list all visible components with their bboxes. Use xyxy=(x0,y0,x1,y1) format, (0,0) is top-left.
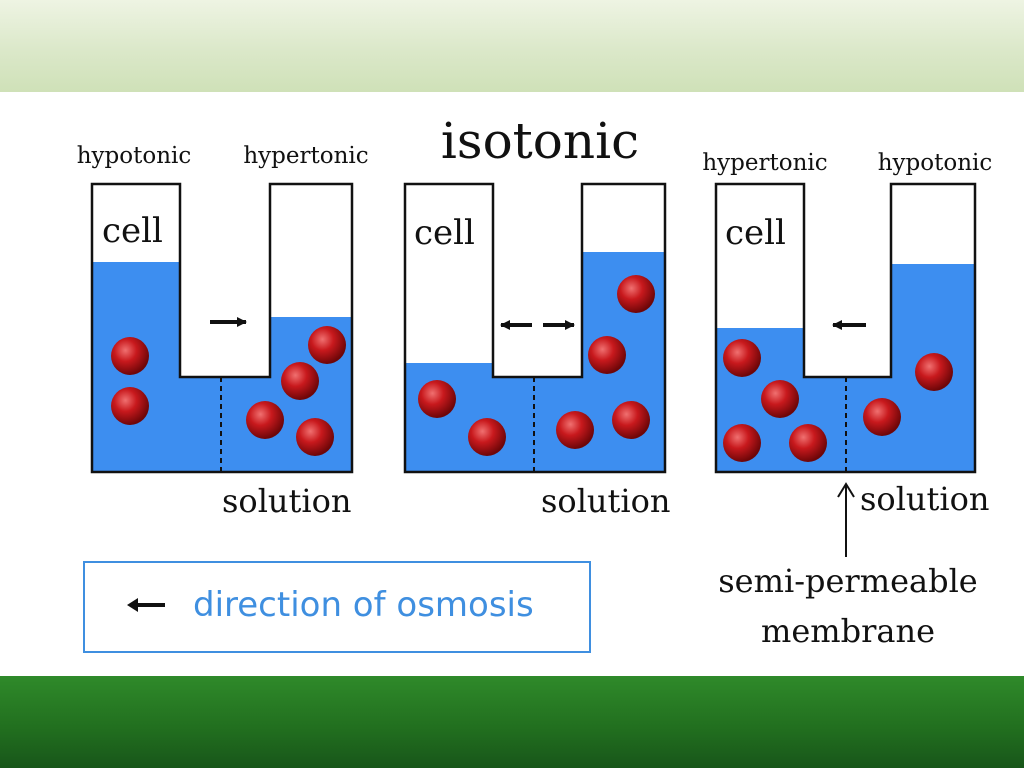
molecule xyxy=(863,398,901,436)
molecule xyxy=(612,401,650,439)
membrane-label-line2: membrane xyxy=(761,612,935,650)
panel-3-container xyxy=(714,182,977,474)
bottom-decorative-band xyxy=(0,676,1024,768)
panel-3-molecules xyxy=(723,339,953,462)
panel-3-left-label: hypertonic xyxy=(702,150,827,176)
molecule xyxy=(556,411,594,449)
panel-1-right-label: hypertonic xyxy=(243,143,368,169)
panel-1-solution-label: solution xyxy=(222,482,352,520)
panel-2: cell solution xyxy=(403,182,671,520)
panel-3-solution-label: solution xyxy=(860,480,990,518)
membrane-pointer-arrowhead xyxy=(837,482,855,498)
panel-2-cell-label: cell xyxy=(414,213,475,253)
panel-1-cell-label: cell xyxy=(102,211,163,251)
molecule xyxy=(761,380,799,418)
panel-3-cell-label: cell xyxy=(725,213,786,253)
molecule xyxy=(468,418,506,456)
molecule xyxy=(915,353,953,391)
diagram-title: isotonic xyxy=(441,112,639,170)
panel-2-solution-label: solution xyxy=(541,482,671,520)
molecule xyxy=(418,380,456,418)
legend-arrow-icon xyxy=(127,598,165,612)
panel-1-molecules xyxy=(111,326,346,456)
molecule xyxy=(111,337,149,375)
legend-text: direction of osmosis xyxy=(193,585,534,625)
molecule xyxy=(308,326,346,364)
panel-1-left-label: hypotonic xyxy=(77,143,192,169)
panel-1: hypotonic hypertonic cell solution xyxy=(77,143,369,520)
molecule xyxy=(723,339,761,377)
molecule xyxy=(789,424,827,462)
molecule xyxy=(281,362,319,400)
molecule xyxy=(111,387,149,425)
panel-1-container xyxy=(90,182,354,474)
molecule xyxy=(246,401,284,439)
membrane-label-line1: semi-permeable xyxy=(718,562,977,600)
panel-3-right-label: hypotonic xyxy=(878,150,993,176)
legend-box: direction of osmosis xyxy=(83,561,591,653)
molecule xyxy=(723,424,761,462)
panel-2-container xyxy=(403,182,667,474)
panel-2-molecules xyxy=(418,275,655,456)
molecule xyxy=(617,275,655,313)
top-decorative-band xyxy=(0,0,1024,92)
molecule xyxy=(588,336,626,374)
osmosis-diagram: isotonic hypotonic hypertonic cell solut… xyxy=(77,112,993,650)
panel-3: hypertonic hypotonic cell solution xyxy=(702,150,992,518)
molecule xyxy=(296,418,334,456)
